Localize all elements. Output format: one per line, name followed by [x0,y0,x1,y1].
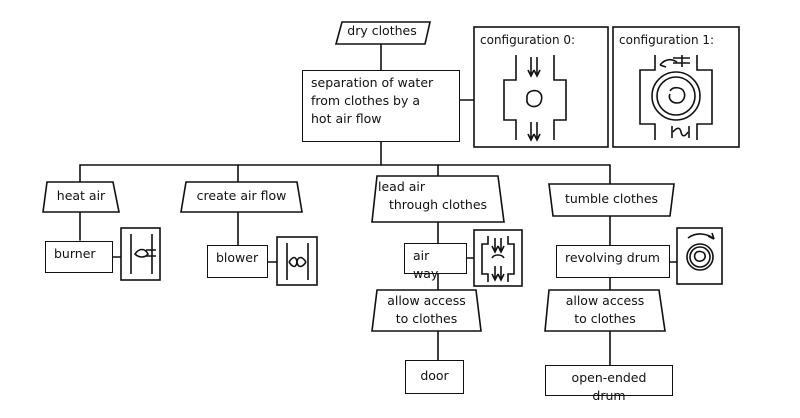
principle-line-1: separation of water [311,75,434,90]
configuration-1-box [612,26,740,148]
root-function-label: dry clothes [347,23,417,38]
allow-access-drum-shape [544,289,666,332]
allow-access-airway-shape [371,289,482,332]
function-create-air-flow: create air flow [196,188,287,203]
working-principle-box: separation of water from clothes by a ho… [302,70,460,142]
allow-access-1-line-2: to clothes [395,311,458,326]
solution-door-label: door [420,368,449,383]
solution-revolving-drum: revolving drum [556,245,670,278]
config-1-drum-icon [639,55,713,140]
lead-air-line-1: lead air [378,179,426,194]
burner-symbol-icon [120,227,161,281]
heat-air-shape [42,181,120,213]
solution-air-way-label: air way [413,248,439,281]
lead-air-line-2: through clothes [388,197,488,212]
allow-access-2-line-1: allow access [565,293,645,308]
solution-blower: blower [207,245,268,278]
principle-line-3: hot air flow [311,111,382,126]
solution-revolving-drum-label: revolving drum [565,250,660,265]
configuration-0-title: configuration 0: [480,33,576,47]
function-lead-air: lead air through clothes [372,178,504,214]
air-duct-icon [473,229,523,287]
root-function-shape [334,21,432,45]
function-tumble-clothes: tumble clothes [564,191,659,206]
subfunction-allow-access-1: allow access to clothes [372,292,481,328]
solution-blower-label: blower [216,250,259,265]
allow-access-2-line-2: to clothes [574,311,636,326]
config-0-duct-icon [503,55,567,142]
principle-line-2: from clothes by a [311,93,421,108]
solution-burner: burner [45,241,113,273]
solution-burner-label: burner [54,246,96,261]
blower-fan-icon [276,236,318,286]
solution-air-way: air way [404,243,467,281]
subfunction-allow-access-2: allow access to clothes [545,292,665,328]
allow-access-1-line-1: allow access [387,293,466,308]
create-air-flow-shape [180,181,303,213]
function-heat-air: heat air [56,188,106,203]
tumble-clothes-shape [548,183,675,217]
configuration-0-box [473,26,609,148]
solution-open-ended-drum: open-ended drum [545,365,673,403]
solution-door: door [405,360,464,394]
lead-air-shape [371,175,505,223]
configuration-1-title: configuration 1: [619,33,715,47]
solution-open-ended-drum-label: open-ended drum [571,370,647,403]
revolving-drum-icon [676,227,723,285]
